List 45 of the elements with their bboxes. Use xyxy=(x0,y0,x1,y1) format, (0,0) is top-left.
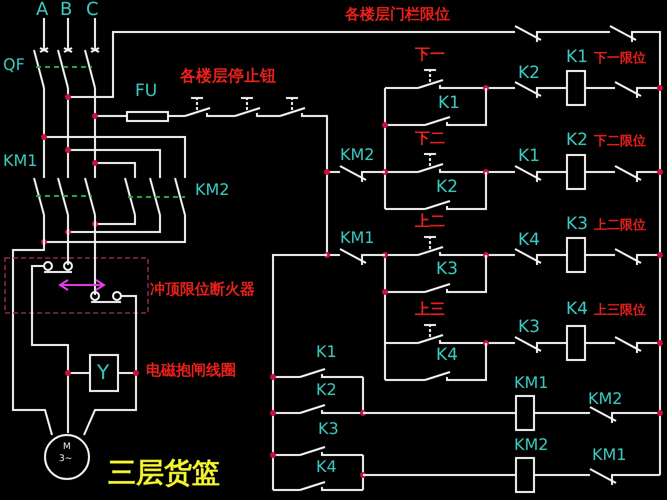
component-label: K3 xyxy=(566,215,588,234)
component-label: KM2 xyxy=(340,146,374,164)
component-label: K2 xyxy=(436,178,458,197)
component-label: K4 xyxy=(316,458,337,476)
annotation-text: 各楼层门栏限位 xyxy=(345,6,450,22)
annotation-text: 上三限位 xyxy=(594,304,646,318)
component-label: K3 xyxy=(318,420,339,438)
annotation-text: 下二限位 xyxy=(594,135,646,150)
component-label: K4 xyxy=(566,300,588,319)
component-label: C xyxy=(86,0,99,20)
annotation-text: 电磁抱闸线圈 xyxy=(146,362,236,378)
annotation-text: 下一 xyxy=(415,46,445,62)
component-label: K2 xyxy=(518,64,540,83)
component-label: K1 xyxy=(518,147,540,166)
motor-label: 3~ xyxy=(59,455,72,465)
component-label: KM1 xyxy=(514,374,548,392)
component-label: K2 xyxy=(316,381,337,399)
component-label: FU xyxy=(135,82,158,101)
component-label: KM2 xyxy=(588,390,622,408)
component-label: KM2 xyxy=(514,436,548,454)
component-label: B xyxy=(60,0,72,20)
component-label: K4 xyxy=(436,346,458,365)
component-label: A xyxy=(36,0,48,20)
annotation-text: 冲顶限位断火器 xyxy=(150,281,255,298)
annotation-text: 各楼层停止钮 xyxy=(180,67,276,85)
component-label: K3 xyxy=(436,260,458,279)
annotation-text: 上二 xyxy=(415,213,445,230)
component-label: K3 xyxy=(518,318,540,337)
annotation-text: 上三 xyxy=(415,301,445,318)
component-label: KM1 xyxy=(592,446,626,464)
annotation-text: 下一限位 xyxy=(594,52,646,66)
component-label: K1 xyxy=(438,94,460,113)
component-label: K1 xyxy=(316,343,337,361)
component-label: K4 xyxy=(518,231,540,250)
component-label: QF xyxy=(3,56,25,74)
component-label: KM1 xyxy=(3,152,38,170)
annotation-text: 上二限位 xyxy=(594,219,646,234)
component-label: K2 xyxy=(566,131,588,150)
motor-label: M xyxy=(63,443,71,453)
annotation-text: 下二 xyxy=(415,130,445,146)
diagram-title: 三层货篮 xyxy=(108,458,220,489)
component-label: KM2 xyxy=(195,181,230,199)
component-label: Y xyxy=(97,361,110,383)
component-label: KM1 xyxy=(340,229,374,247)
component-label: K1 xyxy=(566,48,588,67)
